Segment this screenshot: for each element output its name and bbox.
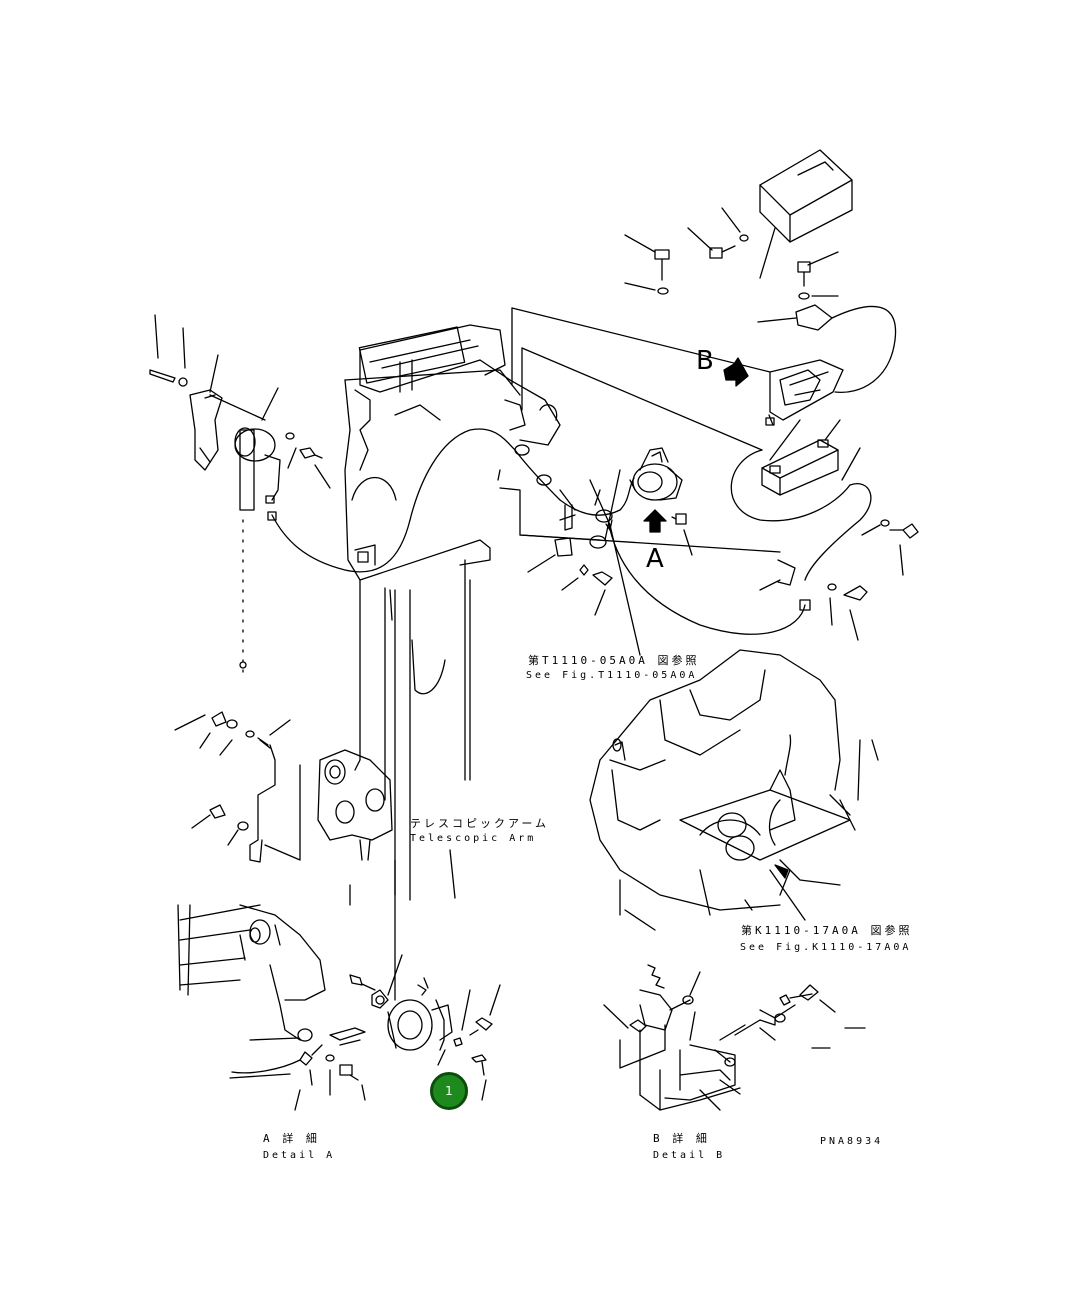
left-lower-hardware — [174, 711, 301, 863]
arm-pivot-lower — [317, 749, 393, 861]
part-callout-1[interactable]: 1 — [430, 1072, 468, 1110]
view-a-arrow — [643, 509, 667, 533]
reference-k1110-jp: 第K1110-17A0A 図参照 — [741, 924, 913, 937]
detail-b-jp: B 詳 細 — [653, 1132, 710, 1145]
reference-t1110-en: See Fig.T1110-05A0A — [526, 670, 698, 681]
detail-a-jp: A 詳 細 — [263, 1132, 320, 1145]
telescopic-arm-frame — [344, 324, 561, 1001]
switch-cover — [759, 149, 853, 243]
reference-k1110-en: See Fig.K1110-17A0A — [740, 942, 912, 953]
harness-lines — [499, 307, 781, 553]
main-harness — [271, 428, 811, 635]
telescopic-arm-jp: テレスコピックアーム — [410, 817, 550, 830]
switch-bracket-b — [757, 304, 897, 426]
bolts-right — [527, 513, 919, 656]
detail-a-drawing — [177, 904, 501, 1111]
telescopic-arm-en: Telescopic Arm — [410, 833, 537, 844]
drawing-number: PNA8934 — [820, 1136, 884, 1147]
engine-assembly — [589, 649, 879, 931]
detail-b-en: Detail B — [653, 1150, 726, 1161]
view-a-label: A — [646, 544, 664, 574]
detail-a-en: Detail A — [263, 1150, 336, 1161]
relay-module — [730, 419, 872, 581]
view-b-label: B — [696, 346, 714, 376]
view-b-arrow — [723, 357, 749, 387]
detail-b-drawing — [603, 964, 866, 1111]
reference-t1110-jp: 第T1110-05A0A 図参照 — [528, 654, 700, 667]
left-bracket — [149, 314, 331, 681]
bolts-top — [624, 207, 839, 300]
angle-sensor — [629, 447, 683, 501]
